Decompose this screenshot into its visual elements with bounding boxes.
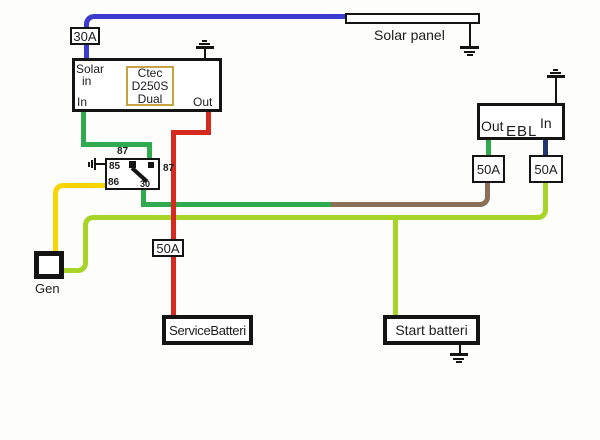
wire-corner — [533, 206, 548, 220]
relay-contact-dot — [148, 162, 154, 168]
wire-corner — [74, 259, 88, 273]
wire-segment — [97, 215, 533, 220]
start-battery-label: Start batteri — [395, 322, 468, 338]
fuse-50a-ebl-in: 50A — [529, 155, 563, 183]
service-battery-label: ServiceBatteri — [169, 322, 246, 338]
wire-corner — [84, 14, 98, 28]
relay-terminal-30: 30 — [140, 179, 151, 189]
wire-navy-ebl-in — [543, 140, 548, 155]
wire-segment — [83, 229, 88, 259]
wire-segment — [141, 202, 331, 207]
wire-segment — [485, 183, 490, 193]
fuse-50a-label: 50A — [156, 240, 180, 256]
wire-segment — [64, 268, 74, 273]
fuse-50a-label: 50A — [534, 161, 558, 177]
ebl-terminal-in: In — [540, 115, 552, 131]
relay-terminal-87-right: 87 — [163, 163, 175, 174]
ebl-terminal-out: Out — [481, 118, 504, 134]
wire-corner — [53, 183, 67, 197]
wire-segment — [98, 14, 345, 19]
solar-panel — [345, 13, 480, 24]
wire-segment — [81, 142, 147, 147]
wire-segment — [206, 112, 211, 135]
generator-label: Gen — [35, 281, 60, 296]
fuse-50a-service: 50A — [152, 239, 184, 257]
fuse-50a-ebl-out: 50A — [472, 155, 505, 183]
charger-terminal-out: Out — [193, 95, 213, 109]
charger-terminal-solar-in-2: in — [82, 74, 92, 88]
service-battery-box: ServiceBatteri — [162, 315, 253, 345]
charger-terminal-solar-in: Solar — [76, 62, 105, 76]
wire-segment — [141, 190, 146, 202]
charger-model-box: Ctec D250S Dual — [126, 66, 174, 106]
start-battery-box: Start batteri — [383, 315, 480, 345]
wire-segment — [543, 183, 548, 206]
ebl-name: EBL — [506, 123, 538, 140]
charger-terminal-in: In — [77, 95, 88, 109]
relay-terminal-85: 85 — [109, 161, 121, 172]
relay-contact-dot — [129, 161, 136, 168]
fuse-30a: 30A — [70, 27, 100, 45]
charger-model-line1: Ctec — [137, 65, 163, 80]
relay-terminal-87-top: 87 — [117, 146, 129, 157]
solar-panel-label: Solar panel — [374, 27, 445, 43]
fuse-50a-label: 50A — [476, 161, 501, 177]
generator-box — [34, 251, 64, 279]
wire-segment — [147, 142, 152, 158]
wire-segment-start-branch — [393, 218, 398, 315]
wire-segment — [67, 183, 105, 188]
charger-model-line2: D250S — [131, 78, 169, 93]
wire-segment — [53, 197, 58, 251]
wire-segment — [331, 202, 477, 207]
charger-model-line3: Dual — [137, 91, 163, 106]
wire-segment — [171, 130, 211, 135]
fuse-30a-label: 30A — [73, 28, 97, 44]
wire-corner — [83, 215, 97, 229]
relay-terminal-86: 86 — [108, 177, 120, 188]
wire-corner — [477, 193, 490, 207]
ebl-box — [477, 103, 565, 140]
wire-segment — [81, 112, 86, 144]
wire-segment — [171, 135, 176, 315]
wire-segment — [486, 140, 491, 155]
